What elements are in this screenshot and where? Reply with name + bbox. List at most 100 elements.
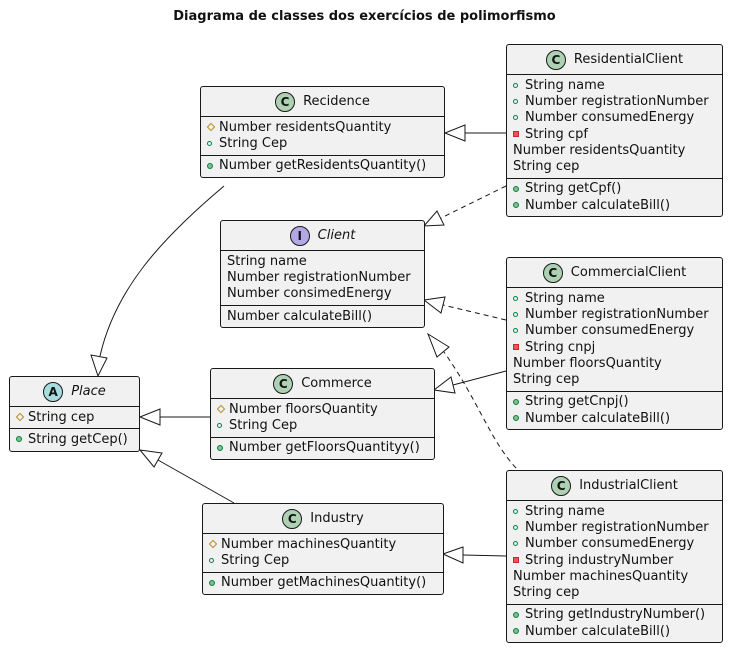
attribute-row: Number consumedEnergy [513, 110, 716, 126]
arrowhead-residentialclient-recidence [443, 124, 466, 142]
visibility-marker [209, 557, 221, 563]
arrowhead-commercialclient-commerce [432, 376, 456, 394]
attribute-row: String name [513, 503, 716, 519]
private-visibility-icon [513, 557, 519, 564]
visibility-marker [217, 422, 229, 428]
class-header: C ResidentialClient [507, 45, 722, 75]
method-row: String getCnpj() [513, 394, 716, 410]
diagram-title: Diagrama de classes dos exercícios de po… [173, 9, 556, 24]
stereotype-c-icon: C [275, 91, 296, 112]
attribute-text: String name [525, 290, 605, 306]
public-visibility-icon [513, 295, 518, 301]
method-row: Number getFloorsQuantityy() [217, 440, 428, 456]
visibility-marker [513, 185, 525, 192]
attribute-text: String name [525, 503, 605, 519]
public-visibility-icon [513, 98, 518, 104]
class-name: Client [317, 228, 356, 243]
attribute-row: Number registrationNumber [513, 93, 716, 109]
arrowhead-industry-place [138, 449, 163, 468]
attribute-text: Number registrationNumber [525, 306, 709, 322]
visibility-marker [513, 311, 525, 317]
visibility-marker [16, 436, 28, 443]
attribute-row: Number machinesQuantity [513, 568, 716, 584]
methods-section: Number getMachinesQuantity() [203, 571, 443, 594]
attribute-row: String cpf [513, 126, 716, 142]
method-row: Number getMachinesQuantity() [209, 575, 437, 591]
visibility-marker [513, 557, 525, 564]
edge-industrialclient-industry [462, 554, 507, 557]
attribute-row: Number consumedEnergy [513, 323, 716, 339]
public-visibility-icon [16, 436, 22, 443]
visibility-marker [513, 398, 525, 405]
visibility-marker [513, 131, 525, 138]
visibility-marker [216, 404, 229, 414]
attribute-text: String cep [513, 585, 580, 601]
stereotype-c-icon: C [545, 49, 566, 70]
attribute-row: Number residentsQuantity [206, 119, 438, 135]
attribute-text: String Cep [221, 552, 290, 568]
attribute-row: String name [513, 77, 716, 93]
public-visibility-icon [217, 422, 222, 428]
attribute-text: String Cep [229, 417, 298, 433]
visibility-marker [207, 162, 219, 169]
visibility-marker [513, 524, 525, 530]
methods-section: Number getFloorsQuantityy() [211, 436, 434, 459]
edge-industrialclient-client [443, 351, 517, 469]
stereotype-c-icon: C [282, 508, 303, 529]
visibility-marker [206, 122, 219, 132]
method-text: String getCpf() [525, 181, 622, 197]
attribute-row: Number residentsQuantity [513, 142, 716, 158]
attribute-row: String Cep [209, 552, 437, 568]
attribute-row: Number consumedEnergy [513, 536, 716, 552]
public-visibility-icon [207, 162, 213, 169]
methods-section: Number getResidentsQuantity() [201, 154, 444, 177]
attribute-text: String name [227, 253, 307, 269]
public-visibility-icon [513, 185, 519, 192]
protected-visibility-icon [208, 539, 218, 549]
method-text: String getIndustryNumber() [525, 607, 706, 623]
stereotype-c-icon: C [551, 475, 572, 496]
attribute-row: String cep [513, 371, 716, 387]
public-visibility-icon [513, 524, 518, 530]
attribute-text: String cep [513, 159, 580, 175]
visibility-marker [513, 628, 525, 635]
visibility-marker [513, 98, 525, 104]
class-name: ResidentialClient [573, 52, 684, 67]
edge-commercialclient-commerce [452, 370, 507, 386]
attribute-text: String name [525, 77, 605, 93]
private-visibility-icon [513, 131, 519, 138]
visibility-marker [513, 508, 525, 514]
method-text: Number getMachinesQuantity() [221, 575, 427, 591]
attribute-row: String name [513, 290, 716, 306]
public-visibility-icon [513, 611, 519, 618]
method-row: String getCpf() [513, 181, 716, 197]
attribute-row: String cnpj [513, 339, 716, 355]
public-visibility-icon [217, 444, 223, 451]
attribute-row: String cep [513, 584, 716, 600]
public-visibility-icon [513, 115, 518, 121]
attribute-text: Number consumedEnergy [525, 536, 695, 552]
public-visibility-icon [513, 398, 519, 405]
attribute-text: String cep [28, 409, 95, 425]
class-name: CommercialClient [570, 265, 687, 280]
attribute-text: Number consumedEnergy [525, 323, 695, 339]
method-text: Number getFloorsQuantityy() [229, 440, 420, 456]
attribute-row: String cep [15, 409, 133, 425]
attribute-text: Number machinesQuantity [221, 536, 397, 552]
